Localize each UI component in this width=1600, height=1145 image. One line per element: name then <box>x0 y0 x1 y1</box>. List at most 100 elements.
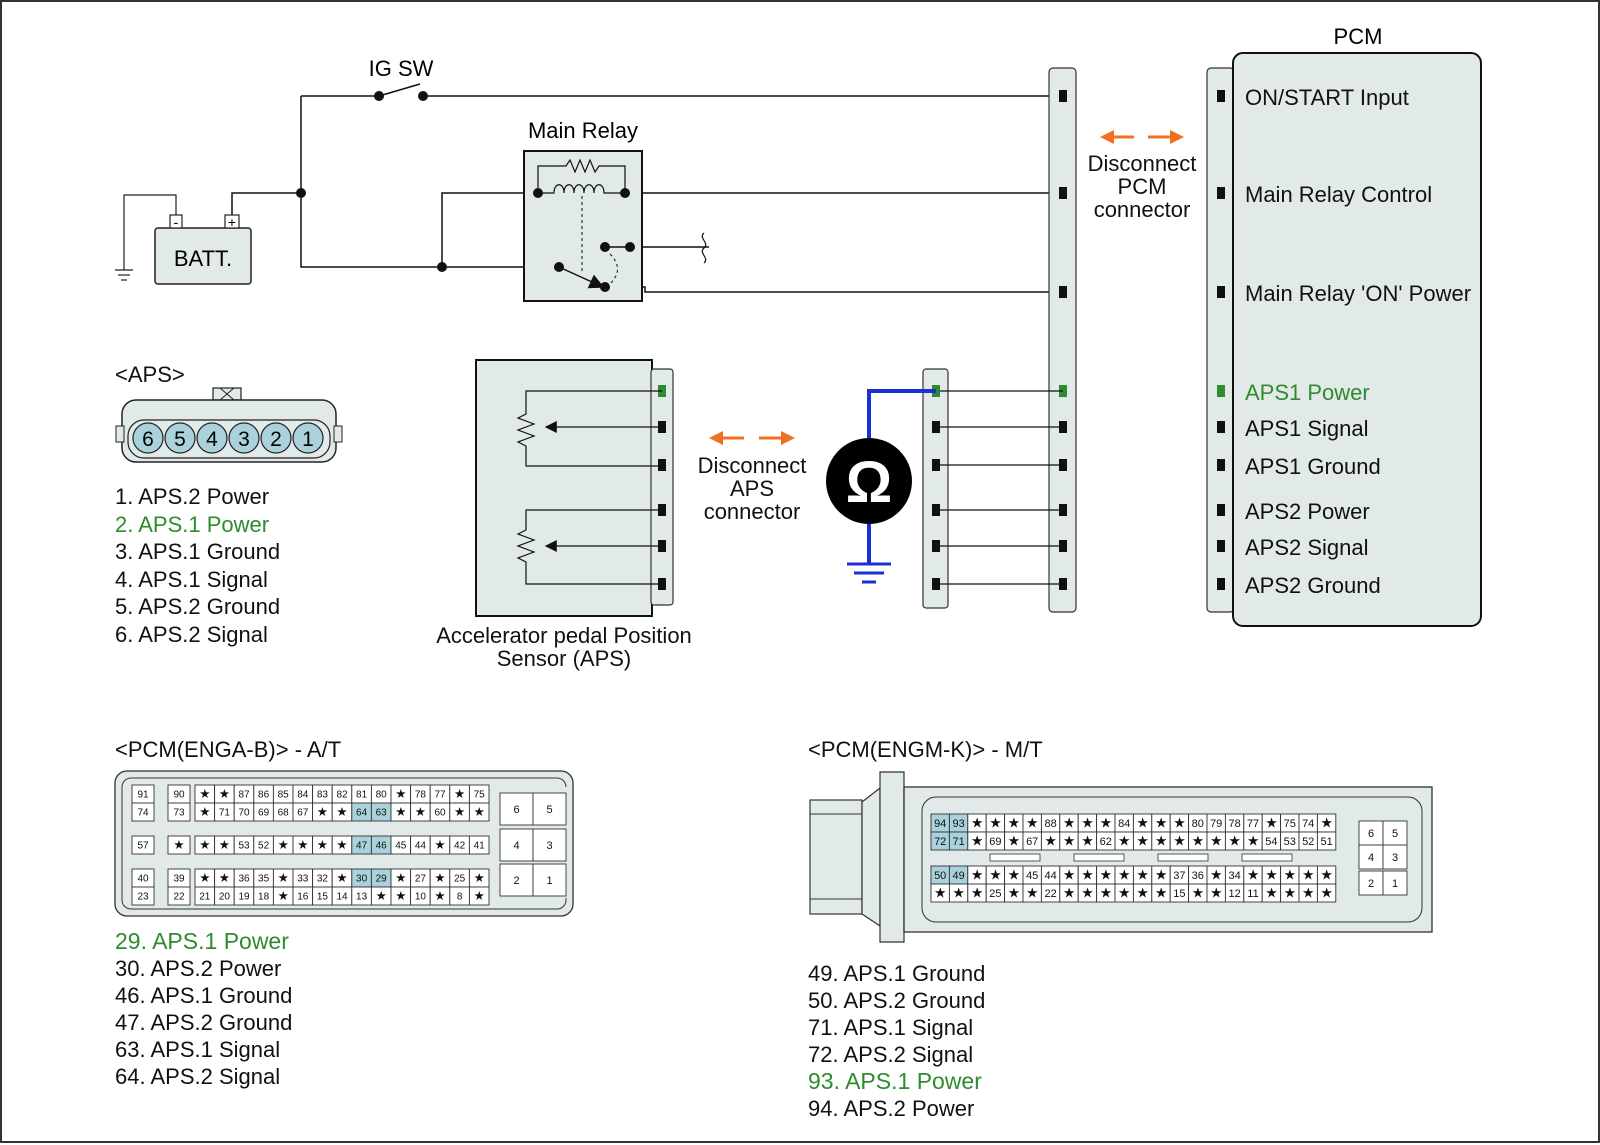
svg-text:29: 29 <box>376 874 388 885</box>
pin-cell: ★ <box>1077 865 1098 885</box>
pcm-connector <box>1206 67 1235 613</box>
pin-cell: ★ <box>1151 831 1171 851</box>
svg-text:★: ★ <box>952 886 964 901</box>
pin-cell: 19 <box>233 886 255 906</box>
svg-text:15: 15 <box>317 892 329 903</box>
pin-cell: 53 <box>233 835 255 855</box>
svg-text:42: 42 <box>454 841 466 852</box>
pin-cell: ★ <box>214 835 235 855</box>
aps-pin-4 <box>196 422 228 454</box>
pin-cell: ★ <box>967 831 987 851</box>
svg-text:75: 75 <box>1284 818 1296 830</box>
svg-text:63: 63 <box>376 808 388 819</box>
pin-cell: ★ <box>331 868 353 888</box>
pin-cell: 6 <box>1358 820 1384 846</box>
svg-text:★: ★ <box>1081 816 1093 831</box>
ig-sw-contact-left <box>374 91 384 101</box>
ohm-symbol: Ω <box>846 450 893 515</box>
svg-text:69: 69 <box>258 808 270 819</box>
pin-cell: 37 <box>1169 865 1190 885</box>
pin-cell: ★ <box>449 784 470 804</box>
svg-text:15: 15 <box>1173 888 1185 900</box>
pin-cell: 85 <box>272 784 294 804</box>
svg-text:★: ★ <box>1063 868 1075 883</box>
svg-text:79: 79 <box>1210 818 1222 830</box>
pin-cell: ★ <box>167 835 191 855</box>
pin-cell: ★ <box>390 784 412 804</box>
pin-cell: ★ <box>1151 865 1171 885</box>
pin-cell: ★ <box>1261 865 1282 885</box>
svg-text:★: ★ <box>1008 868 1020 883</box>
svg-text:★: ★ <box>1173 816 1185 831</box>
svg-text:★: ★ <box>278 889 289 903</box>
svg-text:80: 80 <box>376 790 388 801</box>
svg-text:83: 83 <box>317 790 329 801</box>
svg-text:60: 60 <box>434 808 446 819</box>
pcm-pin-aps2-power: APS2 Power <box>1245 499 1370 524</box>
ohmmeter-icon: Ω <box>826 389 936 584</box>
pin-cell: 4 <box>1358 844 1384 870</box>
aps-pin-6 <box>132 422 164 454</box>
pin-cell: 36 <box>233 868 255 888</box>
pin-cell: ★ <box>410 802 431 822</box>
svg-text:★: ★ <box>454 805 465 819</box>
svg-text:3: 3 <box>546 840 552 852</box>
aps-sensor <box>475 359 674 617</box>
svg-text:2: 2 <box>1368 878 1374 890</box>
svg-text:33: 33 <box>297 874 309 885</box>
pin-cell: 52 <box>1298 831 1318 851</box>
svg-text:86: 86 <box>258 790 270 801</box>
svg-text:★: ★ <box>934 886 946 901</box>
svg-text:★: ★ <box>173 838 184 852</box>
svg-text:★: ★ <box>1247 834 1259 849</box>
svg-text:91: 91 <box>137 790 149 801</box>
pin-cell: 44 <box>410 835 431 855</box>
svg-text:57: 57 <box>137 841 149 852</box>
legend-item: 30. APS.2 Power <box>115 956 282 981</box>
svg-text:77: 77 <box>1247 818 1259 830</box>
pin-cell: ★ <box>1059 813 1079 833</box>
aps-pin-number: 6 <box>142 428 154 451</box>
svg-text:★: ★ <box>1063 816 1075 831</box>
battery-minus-label: - <box>174 214 179 230</box>
legend-item: 49. APS.1 Ground <box>808 961 986 986</box>
pin-cell: ★ <box>1280 883 1300 903</box>
svg-text:★: ★ <box>1284 868 1296 883</box>
battery-label: BATT. <box>174 246 232 271</box>
pin-cell: ★ <box>1298 865 1318 885</box>
pin-cell: 77 <box>1243 813 1263 833</box>
pin-cell: 60 <box>429 802 451 822</box>
legend-item: 29. APS.1 Power <box>115 928 289 954</box>
aps-pin-number: 4 <box>206 428 218 451</box>
svg-text:12: 12 <box>1228 888 1240 900</box>
pin-cell: ★ <box>1224 831 1245 851</box>
pin-cell: 20 <box>214 886 235 906</box>
pin-cell: 1 <box>532 863 567 897</box>
pin-cell: 25 <box>985 883 1006 903</box>
disconnect-aps-label: Disconnect APS connector <box>697 453 807 524</box>
aps-connector-title: <APS> <box>115 362 185 387</box>
svg-text:3: 3 <box>1392 852 1398 864</box>
pin-cell: ★ <box>1114 831 1134 851</box>
svg-text:84: 84 <box>297 790 309 801</box>
pin-cell: ★ <box>930 883 950 903</box>
svg-text:25: 25 <box>454 874 466 885</box>
svg-text:11: 11 <box>1247 888 1258 900</box>
pin-cell: 71 <box>214 802 235 822</box>
pin-cell: 2 <box>499 863 534 897</box>
svg-text:36: 36 <box>1192 870 1204 882</box>
svg-text:47: 47 <box>356 841 368 852</box>
legend-item: 3. APS.1 Ground <box>115 539 281 564</box>
pin-cell: 70 <box>233 802 255 822</box>
svg-text:★: ★ <box>474 805 485 819</box>
svg-text:2: 2 <box>513 875 519 887</box>
svg-text:67: 67 <box>1026 836 1038 848</box>
pin-cell: ★ <box>1206 865 1226 885</box>
svg-text:★: ★ <box>1008 816 1020 831</box>
svg-text:68: 68 <box>278 808 290 819</box>
aps-pin-1 <box>292 422 324 454</box>
main-relay-label: Main Relay <box>528 118 638 143</box>
svg-text:45: 45 <box>395 841 407 852</box>
pcm-title: PCM <box>1334 24 1383 49</box>
